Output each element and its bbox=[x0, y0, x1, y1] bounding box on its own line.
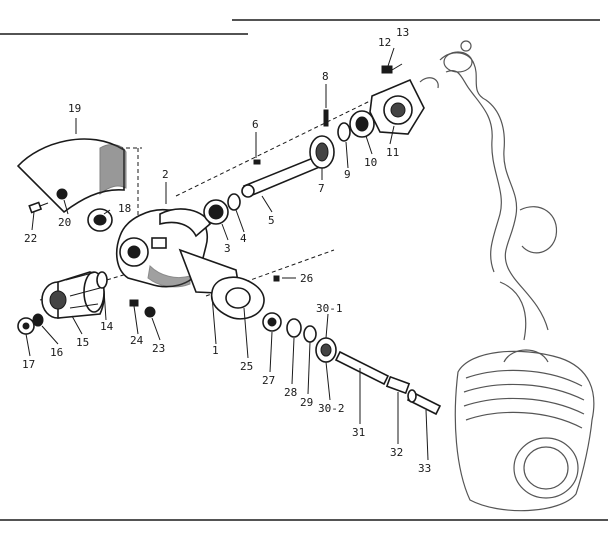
coupling bbox=[385, 375, 411, 395]
spacer bbox=[32, 313, 44, 327]
hex-nut bbox=[17, 317, 35, 335]
gasket-hole bbox=[225, 287, 251, 309]
callout-2: 2 bbox=[162, 168, 169, 181]
callout-7: 7 bbox=[318, 182, 325, 195]
callout-22: 22 bbox=[24, 232, 37, 245]
gear-case-housing bbox=[115, 208, 241, 295]
callout-18: 18 bbox=[118, 202, 131, 215]
mount-bolt bbox=[129, 299, 139, 307]
callout-27: 27 bbox=[262, 374, 275, 387]
callout-6: 6 bbox=[252, 118, 259, 131]
callout-20: 20 bbox=[58, 216, 71, 229]
shim-washer bbox=[337, 122, 351, 142]
clutch-drum bbox=[41, 271, 105, 319]
callout-11: 11 bbox=[386, 146, 399, 159]
callout-29: 29 bbox=[300, 396, 313, 409]
callout-25: 25 bbox=[240, 360, 253, 373]
lower-washer bbox=[286, 318, 302, 338]
callout-23: 23 bbox=[152, 342, 165, 355]
oil-seal bbox=[87, 208, 113, 232]
cover-bolt bbox=[381, 63, 403, 74]
worm-gear bbox=[309, 135, 335, 169]
callout-8: 8 bbox=[322, 70, 329, 83]
output-shaft bbox=[334, 350, 390, 386]
ball-bearing bbox=[349, 110, 375, 138]
callout-10: 10 bbox=[364, 156, 377, 169]
alignment-line-upper bbox=[175, 99, 373, 197]
callout-4: 4 bbox=[240, 232, 247, 245]
cover-shroud bbox=[16, 138, 127, 214]
engine-frame-outline bbox=[419, 40, 595, 512]
callout-14: 14 bbox=[100, 320, 114, 333]
callout-32: 32 bbox=[390, 446, 403, 459]
callout-31: 31 bbox=[352, 426, 365, 439]
drive-sleeve-end bbox=[407, 389, 417, 403]
callout-1: 1 bbox=[212, 344, 219, 357]
bevel-gear bbox=[315, 337, 337, 363]
callout-5: 5 bbox=[268, 214, 275, 227]
lock-washer bbox=[144, 306, 156, 318]
leader-lines bbox=[25, 47, 429, 461]
callout-33: 33 bbox=[418, 462, 431, 475]
callout-30-1: 30-1 bbox=[316, 302, 343, 315]
retaining-ring bbox=[96, 271, 108, 289]
callout-19: 19 bbox=[68, 102, 81, 115]
lower-bearing bbox=[262, 312, 282, 332]
woodruff-key bbox=[253, 159, 261, 165]
callout-9: 9 bbox=[344, 168, 351, 181]
callout-15: 15 bbox=[76, 336, 89, 349]
callout-26: 26 bbox=[300, 272, 313, 285]
callout-28: 28 bbox=[284, 386, 297, 399]
callout-17: 17 bbox=[22, 358, 35, 371]
callout-12: 12 bbox=[378, 36, 391, 49]
bearing bbox=[203, 199, 229, 225]
thrust-washer bbox=[227, 193, 241, 211]
dowel-pin bbox=[273, 275, 280, 282]
callout-30-2: 30-2 bbox=[318, 402, 345, 415]
washer bbox=[56, 188, 68, 200]
callout-16: 16 bbox=[50, 346, 63, 359]
callout-13: 13 bbox=[396, 26, 409, 39]
callout-3: 3 bbox=[224, 242, 231, 255]
bolt bbox=[28, 201, 49, 214]
callout-24: 24 bbox=[130, 334, 144, 347]
bearing-cover bbox=[369, 78, 425, 135]
spring-pin bbox=[323, 109, 329, 127]
lower-ring bbox=[303, 325, 317, 343]
